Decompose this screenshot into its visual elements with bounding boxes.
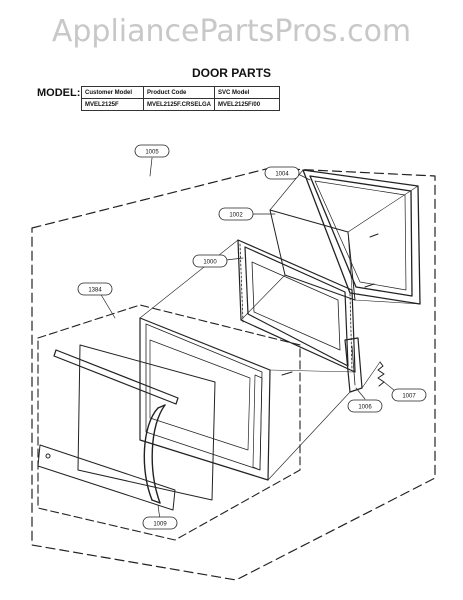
- svg-text:1004: 1004: [275, 172, 289, 178]
- callout-1009: 1009: [142, 516, 178, 530]
- assembly-outline-1005: [31, 167, 436, 581]
- diagram-title: DOOR PARTS: [191, 66, 272, 80]
- callout-1002: 1002: [218, 207, 254, 221]
- cell-customer-model: MVEL2125F: [81, 98, 144, 111]
- part-1384-door-front: [139, 317, 271, 481]
- svg-text:1384: 1384: [88, 288, 102, 294]
- watermark: AppliancePartsPros.com: [51, 14, 412, 49]
- model-table-row: MVEL2125F MVEL2125F.CRSELGA MVEL2125F/00: [81, 98, 281, 111]
- model-table: Customer Model Product Code SVC Model MV…: [81, 86, 281, 111]
- svg-text:1000: 1000: [203, 260, 217, 266]
- model-label: MODEL:: [37, 87, 81, 99]
- svg-text:1002: 1002: [229, 213, 243, 219]
- connector-lines: [139, 169, 421, 481]
- assembly-outline-1384: [37, 304, 301, 541]
- cell-svc-model: MVEL2125F/00: [214, 98, 281, 111]
- callout-1000: 1000: [192, 254, 228, 268]
- callout-1005: 1005: [134, 144, 170, 158]
- screws: [281, 233, 379, 376]
- svg-text:1006: 1006: [358, 405, 372, 411]
- part-trim-bar: [53, 349, 179, 405]
- part-door-glass: [77, 344, 216, 501]
- part-1009-handle: [143, 404, 166, 504]
- callout-1007: 1007: [391, 388, 427, 402]
- svg-text:1009: 1009: [153, 522, 167, 528]
- svg-text:1007: 1007: [402, 394, 416, 400]
- cell-product-code: MVEL2125F.CRSELGA: [142, 98, 216, 111]
- callout-1006: 1006: [347, 399, 383, 413]
- svg-text:1005: 1005: [145, 150, 159, 156]
- callout-1004: 1004: [264, 166, 300, 180]
- part-1004-door-frame: [302, 169, 421, 305]
- callout-1384: 1384: [77, 282, 113, 296]
- part-1007-spring: [377, 361, 385, 387]
- part-bottom-panel: [37, 444, 176, 511]
